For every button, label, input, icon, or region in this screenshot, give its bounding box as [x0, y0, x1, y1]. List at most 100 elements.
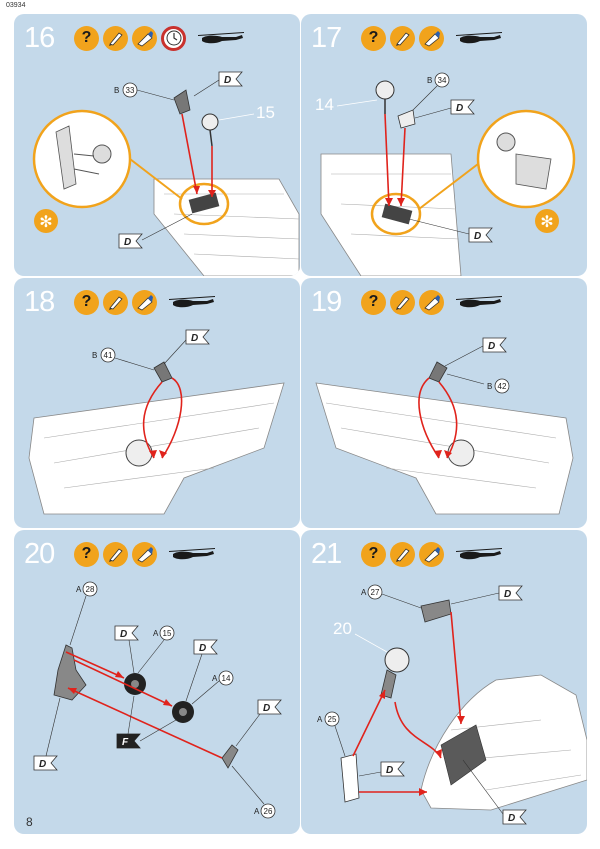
step-icons: ? — [361, 540, 504, 568]
svg-text:D: D — [263, 703, 270, 714]
paint-flag-d: D — [380, 761, 405, 777]
part-number: 26 — [264, 807, 273, 816]
step-17-panel: 17 ? ✻ 14 B 34 D — [301, 14, 587, 276]
step-18-drawing: B 41 D — [28, 329, 285, 515]
step-number: 17 — [311, 22, 342, 54]
arrow-b34 — [400, 127, 406, 207]
arrow-b41-a — [142, 381, 163, 459]
question-icon: ? — [361, 289, 386, 315]
paint-flag-d: D — [482, 337, 507, 353]
wheel-bay-highlight — [370, 192, 422, 236]
part-letter: A — [76, 585, 82, 594]
helicopter-silhouette-icon — [169, 548, 215, 560]
glue-tube-icon — [132, 25, 157, 51]
arrow-a15 — [65, 651, 125, 679]
note-badge — [34, 209, 58, 233]
svg-text:D: D — [39, 759, 46, 770]
kit-code: 03934 — [6, 2, 26, 9]
clock-icon — [161, 25, 186, 51]
part-number: 41 — [104, 351, 113, 360]
part-letter: B — [114, 86, 119, 95]
part-14 — [375, 80, 395, 100]
part-14-label: 14 — [315, 95, 334, 114]
paint-flag-f: F — [116, 733, 141, 749]
wheel-bay-highlight — [178, 182, 230, 226]
arrow-20 — [394, 701, 442, 759]
question-icon: ? — [74, 541, 99, 567]
paint-flag-d: D — [33, 755, 58, 771]
step-16-drawing: ✻ B 33 15 D D — [32, 71, 300, 276]
svg-text:D: D — [224, 75, 231, 86]
part-15 — [201, 113, 219, 131]
paint-flag-d: D — [118, 233, 143, 249]
arrow-b41-b — [161, 377, 183, 459]
paint-flag-d: D — [114, 625, 139, 641]
arrow-a14 — [73, 659, 173, 707]
note-badge — [535, 209, 559, 233]
part-b41 — [153, 361, 173, 383]
paint-flag-d: D — [218, 71, 243, 87]
part-b42 — [428, 361, 448, 383]
note-symbol: ✻ — [39, 214, 52, 231]
part-15-label: 15 — [256, 103, 275, 122]
brush-icon — [103, 289, 128, 315]
part-number: 42 — [498, 382, 507, 391]
glue-tube-icon — [132, 541, 157, 567]
brush-icon — [390, 25, 415, 51]
part-20-label: 20 — [333, 619, 352, 638]
brush-icon — [103, 541, 128, 567]
part-number: 33 — [126, 86, 135, 95]
paint-flag-d: D — [185, 329, 210, 345]
part-a26 — [221, 744, 239, 769]
helicopter-silhouette-icon — [456, 548, 502, 560]
helicopter-silhouette-icon — [198, 32, 244, 44]
part-letter: A — [317, 715, 323, 724]
step-20-drawing: A 28 A 15 A 14 A 26 D D F — [33, 581, 282, 819]
part-20-wheel — [384, 647, 410, 673]
step-19-drawing: B 42 D — [315, 337, 574, 515]
part-number: 15 — [163, 629, 172, 638]
step-icons: ? — [74, 540, 217, 568]
svg-text:D: D — [504, 589, 511, 600]
helicopter-silhouette-icon — [456, 32, 502, 44]
step-icons: ? — [74, 288, 217, 316]
detail-callout — [32, 109, 132, 209]
arrow-14 — [384, 113, 390, 207]
step-16-panel: 16 ? ✻ B 33 15 — [14, 14, 300, 276]
glue-tube-icon — [419, 289, 444, 315]
part-letter: A — [361, 588, 367, 597]
part-a27 — [420, 599, 452, 623]
glue-tube-icon — [419, 25, 444, 51]
part-letter: A — [153, 629, 159, 638]
brush-icon — [103, 25, 128, 51]
step-20-panel: 20 ? A 28 A 15 A 14 A — [14, 530, 300, 834]
brush-icon — [390, 541, 415, 567]
arrow-b33 — [181, 113, 198, 195]
brush-icon — [390, 289, 415, 315]
step-21-panel: 21 ? A 27 20 A 25 — [301, 530, 587, 834]
svg-text:D: D — [124, 237, 131, 248]
step-21-drawing: A 27 20 A 25 D D D — [317, 584, 587, 825]
svg-text:D: D — [199, 643, 206, 654]
svg-text:D: D — [474, 231, 481, 242]
part-letter: A — [212, 674, 218, 683]
part-letter: B — [487, 382, 492, 391]
part-number: 28 — [86, 585, 95, 594]
svg-text:D: D — [386, 765, 393, 776]
paint-flag-d: D — [468, 227, 493, 243]
step-number: 18 — [24, 286, 55, 318]
paint-flag-d: D — [450, 99, 475, 115]
step-icons: ? — [361, 24, 504, 52]
question-icon: ? — [361, 25, 386, 51]
svg-text:D: D — [508, 813, 515, 824]
part-letter: B — [427, 76, 432, 85]
part-number: 25 — [328, 715, 337, 724]
paint-flag-d: D — [193, 639, 218, 655]
step-icons: ? — [361, 288, 504, 316]
step-18-panel: 18 ? B 41 D — [14, 278, 300, 528]
step-number: 19 — [311, 286, 342, 318]
paint-flag-d: D — [502, 809, 527, 825]
part-a25 — [340, 753, 360, 803]
part-letter: B — [92, 351, 97, 360]
paint-flag-d: D — [498, 585, 523, 601]
